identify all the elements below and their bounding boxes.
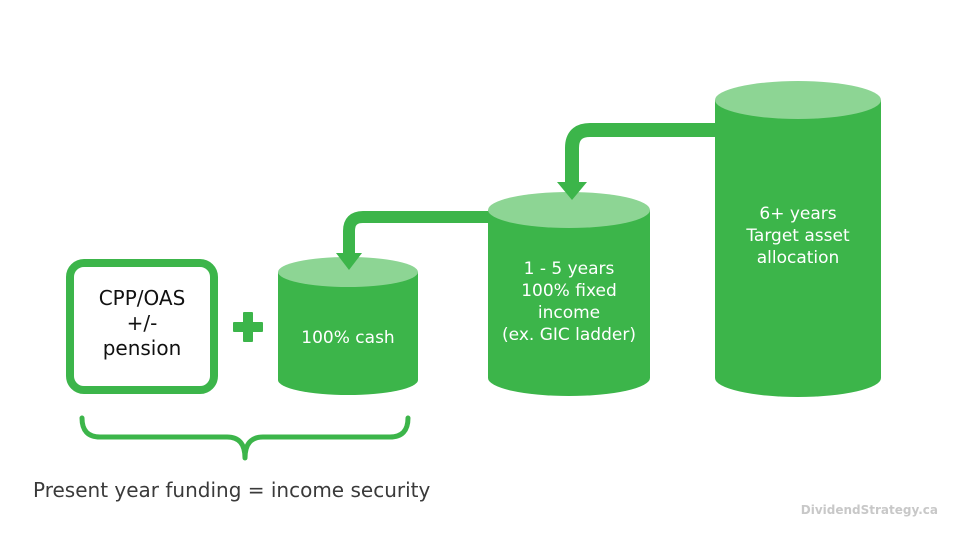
caption: Present year funding = income security	[33, 478, 431, 502]
arrow-target-to-fixed	[557, 123, 715, 200]
arrow-fixed-to-cash	[336, 211, 488, 270]
income-box	[66, 259, 218, 394]
watermark: DividendStrategy.ca	[800, 503, 938, 517]
income-box-line: CPP/OAS	[98, 286, 186, 310]
cylinder-label-line: allocation	[756, 248, 840, 268]
income-box-line: +/-	[126, 311, 158, 335]
grouping-brace	[79, 415, 411, 461]
cylinder-cash	[278, 257, 418, 395]
cylinder-cash-label: 100% cash	[278, 327, 418, 349]
cylinder-label-line: income	[537, 303, 601, 323]
cylinder-target-allocation-label: 6+ years Target asset allocation	[715, 203, 881, 269]
cylinder-fixed-income	[488, 192, 650, 396]
cylinder-label-line: (ex. GIC ladder)	[502, 325, 636, 345]
cylinder-label-line: 1 - 5 years	[523, 259, 615, 279]
cylinder-label-line: 100% cash	[301, 328, 395, 348]
cylinder-target-allocation	[715, 81, 881, 397]
cylinder-label-line: 6+ years	[759, 204, 837, 224]
cylinder-fixed-income-label: 1 - 5 years 100% fixed income (ex. GIC l…	[478, 258, 660, 346]
cylinder-label-line: 100% fixed	[521, 281, 617, 301]
plus-icon	[233, 312, 263, 342]
income-box-line: pension	[102, 336, 182, 360]
income-box-label: CPP/OAS +/- pension	[70, 286, 214, 361]
cylinder-label-line: Target asset	[746, 226, 850, 246]
